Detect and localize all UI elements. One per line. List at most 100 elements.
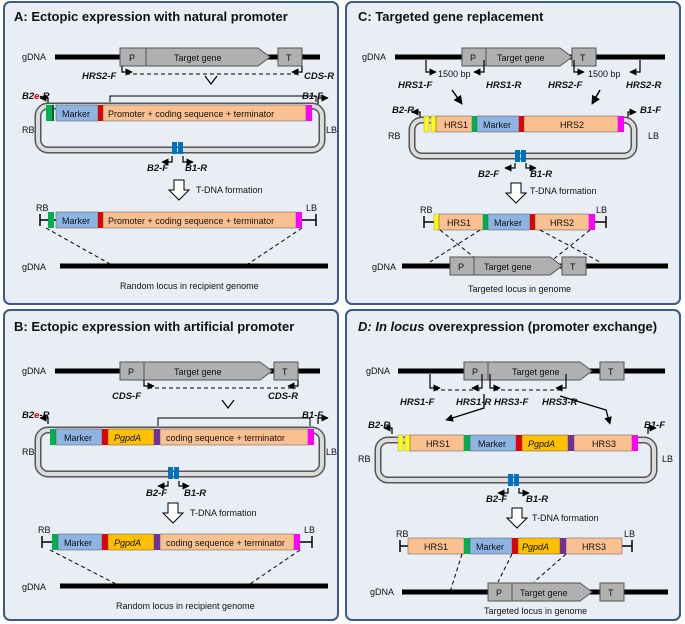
genome-promoter-label: P <box>496 588 502 598</box>
b1r-arrow <box>182 156 194 166</box>
red-seg <box>98 105 103 121</box>
ori-left <box>508 474 513 486</box>
genome-terminator-box <box>561 256 587 276</box>
b1f-arrow <box>317 94 329 104</box>
tdna-marker-label: Marker <box>476 542 504 552</box>
b1r-label: B1-R <box>526 494 548 505</box>
magenta-seg <box>632 435 638 451</box>
tdna-rb-label: RB <box>38 525 51 535</box>
target-gene-label: Target gene <box>497 53 545 63</box>
rb-label: RB <box>388 131 401 141</box>
tdna-pgpda-label: PgpdA <box>522 542 549 552</box>
cassette-label: coding sequence + terminator <box>166 433 285 443</box>
hrs2f-arrow <box>573 60 585 76</box>
tdna-magenta-seg <box>294 534 300 550</box>
down-chevron <box>221 399 235 409</box>
genome-target-label: Target gene <box>484 262 532 272</box>
tdna-rb-label: RB <box>396 529 409 539</box>
terminator-label: T <box>580 53 586 63</box>
hrs1f-label: HRS1-F <box>398 80 433 91</box>
marker-label: Marker <box>478 439 506 449</box>
tdna-rb-label: RB <box>420 205 433 215</box>
hrs3f-arrow <box>489 374 501 392</box>
green-seg <box>50 429 56 445</box>
magenta-seg <box>306 105 312 121</box>
terminator-box <box>273 361 299 381</box>
lb-label: LB <box>648 131 659 141</box>
b2f-label: B2-F <box>478 169 499 180</box>
yellow-seg-1 <box>397 434 404 452</box>
hrs3r-arrow <box>555 374 567 392</box>
hrs3-into-arrow <box>559 395 612 425</box>
target-gene-arrow <box>145 47 271 67</box>
ori-left <box>168 467 173 479</box>
hrs2f-label: HRS2-F <box>548 80 583 91</box>
genome-gdna-label: gDNA <box>372 262 396 272</box>
ori-left <box>515 150 520 162</box>
primer-cdsr-arrow <box>291 66 303 76</box>
b2f-label: B2-F <box>146 488 167 499</box>
promoter-label: P <box>129 53 135 63</box>
b2f-arrow <box>161 156 173 166</box>
primer-cdsr-label: CDS-R <box>268 391 298 402</box>
tdna-green-seg <box>48 212 54 228</box>
hrs3f-label: HRS3-F <box>494 397 529 408</box>
b2f-arrow <box>504 163 516 172</box>
down-chevron <box>204 75 218 85</box>
rb-label: RB <box>22 447 35 457</box>
red-seg <box>516 435 522 451</box>
panel-c: C: Targeted gene replacement gDNA P Targ… <box>345 1 681 305</box>
hrs2r-label: HRS2-R <box>626 80 662 91</box>
tdna-lb-label: LB <box>596 205 607 215</box>
ori-left <box>172 142 177 154</box>
hrs3-label: HRS3 <box>592 439 616 449</box>
b2f-label: B2-F <box>147 163 168 174</box>
hrs2-label: HRS2 <box>560 120 584 130</box>
promoter-label: P <box>472 367 478 377</box>
panel-b: B: Ectopic expression with artificial pr… <box>3 309 339 621</box>
gdna-label: gDNA <box>22 366 46 376</box>
b1r-arrow <box>525 163 537 172</box>
tdna-yellow-seg <box>433 213 440 231</box>
crossover-dash-2 <box>497 553 513 583</box>
b2r-arrow <box>383 424 393 434</box>
magenta-seg <box>618 116 624 132</box>
b2f-arrow <box>497 488 509 497</box>
tdna-green-seg <box>52 534 58 550</box>
marker-label: Marker <box>64 433 92 443</box>
tdna-purple-seg <box>154 534 160 550</box>
hrs1f-arrow <box>425 60 437 76</box>
terminator-label: T <box>282 367 288 377</box>
hrs1f-arrow <box>429 374 441 392</box>
b1f-label: B1-F <box>640 105 661 116</box>
marker-label: Marker <box>62 109 90 119</box>
tdna-magenta-seg <box>589 214 595 230</box>
tdna-hrs3-label: HRS3 <box>582 542 606 552</box>
target-gene-label: Target gene <box>174 53 222 63</box>
tdna-arrow-icon <box>505 507 529 529</box>
crossover-dash-2 <box>429 229 481 263</box>
locus-label: Random locus in recipient genome <box>120 281 259 291</box>
tdna-arrow-icon <box>167 179 191 201</box>
tdna-label: T-DNA formation <box>190 508 257 518</box>
panel-d-title: D: In locus overexpression (promoter exc… <box>358 319 657 334</box>
terminator-box <box>277 47 303 67</box>
tdna-red-seg <box>530 214 535 230</box>
b2r-arrow <box>39 414 49 424</box>
panel-c-title: C: Targeted gene replacement <box>358 9 544 24</box>
hrs1r-arrow <box>473 60 485 76</box>
tdna-cassette-label: coding sequence + terminator <box>166 538 285 548</box>
tdna-rb-label: RB <box>36 203 49 213</box>
tdna-arrow-icon <box>161 502 185 524</box>
green-seg <box>472 116 477 132</box>
bp-label-left: 1500 bp <box>438 69 471 79</box>
yellow-seg-2 <box>430 115 437 133</box>
b1r-label: B1-R <box>530 169 552 180</box>
integration-dash-left <box>49 549 117 585</box>
tdna-lb-label: LB <box>306 203 317 213</box>
cassette-bracket <box>109 95 317 102</box>
target-gene-arrow <box>143 361 273 381</box>
hrs1f-label: HRS1-F <box>400 397 435 408</box>
rb-label: RB <box>358 454 371 464</box>
